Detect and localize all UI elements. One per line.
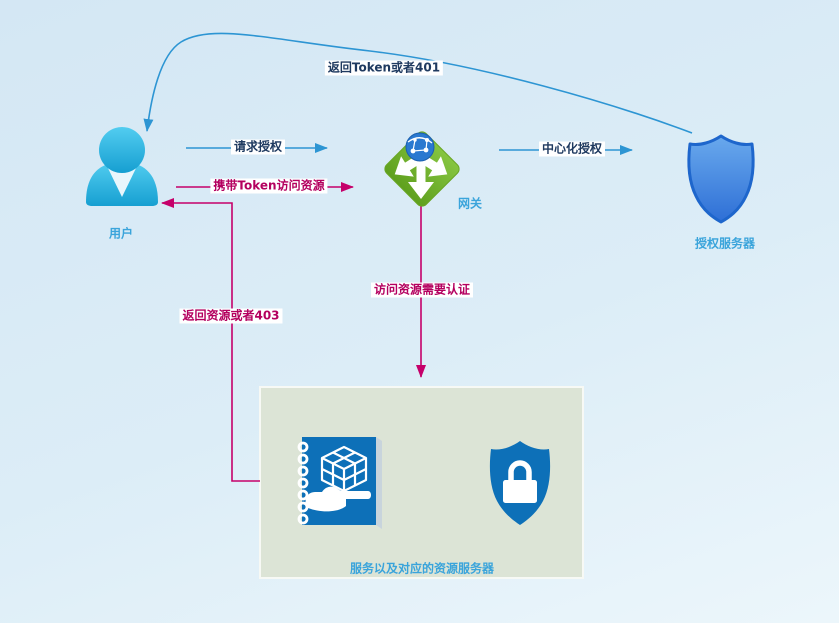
- edge-return-resource: [161, 198, 260, 482]
- person-icon: [86, 127, 158, 206]
- lock-shackle: [508, 460, 532, 481]
- lock-body: [503, 480, 537, 503]
- node-label-resource-box: 服务以及对应的资源服务器: [349, 561, 495, 576]
- edge-return-token: [143, 32, 693, 134]
- gateway-diamond-icon: [384, 131, 460, 207]
- shield-lock-icon: [489, 441, 551, 525]
- shield-icon: [687, 134, 755, 224]
- edge-label-access-needs-auth: 访问资源需要认证: [370, 282, 474, 298]
- edge-label-central-auth: 中心化授权: [538, 141, 606, 157]
- book-spiral-rings: [297, 441, 309, 525]
- person-head: [99, 127, 145, 173]
- edge-label-request-auth: 请求授权: [230, 139, 286, 155]
- edge-label-token-access: 携带Token访问资源: [210, 178, 328, 194]
- node-label-auth-server: 授权服务器: [694, 236, 756, 251]
- gateway-globe: [405, 132, 435, 162]
- node-label-user: 用户: [108, 226, 134, 241]
- service-catalog-book-icon: [297, 437, 382, 529]
- node-label-gateway: 网关: [457, 196, 483, 211]
- cube-icon: [320, 445, 368, 493]
- edge-label-return-resource: 返回资源或者403: [179, 308, 283, 324]
- hand-icon: [305, 486, 371, 512]
- edge-label-return-token: 返回Token或者401: [324, 60, 444, 76]
